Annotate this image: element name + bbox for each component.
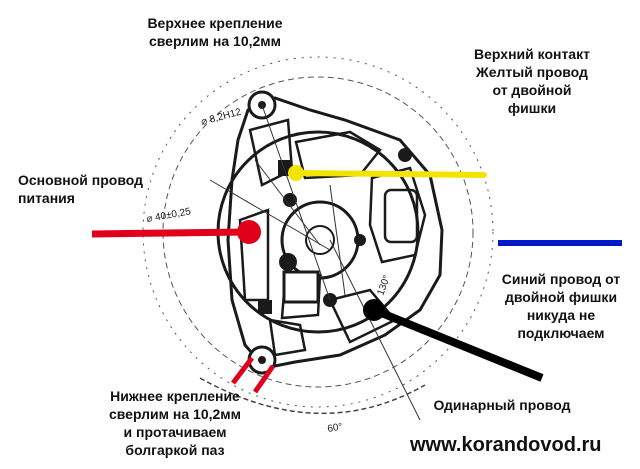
label-main-power: Основной провод питания	[18, 172, 144, 206]
label-top-mount: Верхнее крепление сверлим на 10,2мм	[147, 15, 283, 49]
scale-circles	[142, 56, 494, 408]
dimension-text-1: ⌀ 8,2H12	[200, 107, 243, 128]
black-wire	[363, 299, 544, 382]
yellow-wire	[288, 165, 487, 181]
label-bottom-mount: Нижнее крепление сверлим на 10,2мм и про…	[108, 388, 242, 458]
hub-inner	[305, 225, 335, 255]
plug-block	[282, 270, 320, 304]
bottom-mount-red-marks	[231, 356, 276, 394]
label-top-contact: Верхний контакт Желтый провод от двойной…	[474, 46, 590, 116]
dimension-text-4: 60°	[327, 421, 344, 434]
website-link[interactable]: www.korandovod.ru	[410, 434, 602, 456]
label-blue-wire: Синий провод от двойной фишки никуда не …	[501, 271, 621, 341]
dimension-text-2: ⌀ 40±0,25	[146, 206, 193, 225]
dimension-lines	[209, 104, 421, 421]
outer-arc	[199, 377, 426, 414]
red-wire	[91, 220, 261, 244]
label-tachometer: Одинарный провод тахометра	[433, 397, 571, 420]
